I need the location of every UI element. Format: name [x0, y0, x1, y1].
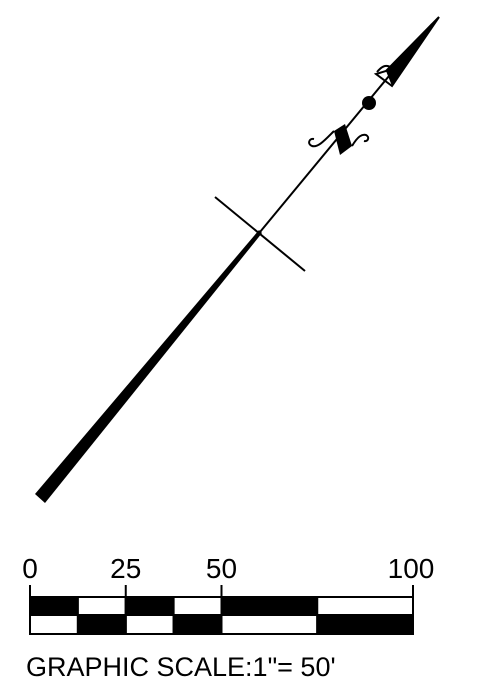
scale-segment-top-3 — [172, 596, 223, 616]
scale-hatch-top-2 — [125, 596, 174, 616]
scale-label-50: 50 — [206, 553, 237, 584]
graphic-scale-bar: 0 25 50 100 GRAPHIC SCALE:1"= 50' — [22, 553, 434, 682]
scale-bar-labels: 0 25 50 100 — [22, 553, 434, 584]
scale-label-25: 25 — [110, 553, 141, 584]
n-symbol-bar — [334, 124, 352, 155]
arrowhead-dark-half — [386, 17, 439, 86]
scale-hatch-top-0 — [29, 596, 79, 616]
scale-segment-bottom-2 — [124, 614, 175, 635]
scale-segment-bottom-0 — [29, 614, 79, 635]
scale-hatch-bottom-3 — [173, 614, 222, 635]
north-arrow-crossbar — [214, 196, 306, 272]
scale-hatch-bottom-1 — [77, 614, 126, 635]
arrowhead-barb — [376, 64, 393, 73]
scale-hatch-top-4 — [221, 596, 318, 616]
scale-label-0: 0 — [22, 553, 38, 584]
north-arrow — [35, 16, 440, 503]
north-n-symbol — [308, 124, 370, 155]
scale-bar-ticks — [29, 585, 414, 634]
north-arrowhead — [373, 16, 440, 88]
scale-hatch-bottom-5 — [317, 614, 414, 635]
scale-segment-top-5 — [316, 596, 414, 616]
arrowhead-outline — [373, 16, 440, 88]
scale-caption: GRAPHIC SCALE:1"= 50' — [26, 652, 336, 682]
n-symbol-scroll-left — [308, 130, 335, 148]
north-arrow-dot — [362, 96, 376, 110]
scale-segment-bottom-4 — [220, 614, 319, 635]
north-arrow-tail — [35, 230, 262, 503]
scale-label-100: 100 — [388, 553, 435, 584]
scale-segment-top-1 — [76, 596, 127, 616]
n-symbol-scroll-right — [351, 133, 370, 147]
